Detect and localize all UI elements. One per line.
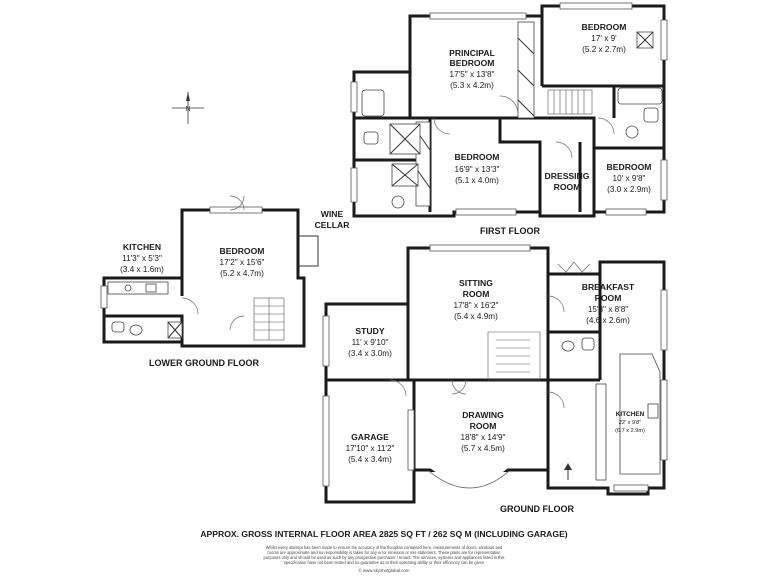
room-name: GARAGE xyxy=(351,432,389,442)
room-name: KITCHEN xyxy=(616,411,645,418)
floor-label: FIRST FLOOR xyxy=(480,226,540,236)
basin-icon xyxy=(363,131,379,145)
ground-floor-plan: SITTING ROOM 17'8" x 16'2" (5.4 x 4.9m) … xyxy=(322,244,668,514)
wardrobe-icon xyxy=(517,21,535,119)
toilet-icon xyxy=(391,195,405,209)
kitchen-island-icon xyxy=(619,353,661,475)
basin-icon xyxy=(111,321,125,333)
disclaimer-line: Whilst every attempt has been made to en… xyxy=(266,545,503,550)
room-dimension: (5.2 x 2.7m) xyxy=(582,45,626,54)
room-dimension: (4.6 x 2.6m) xyxy=(586,316,630,325)
room-dimension: (5.2 x 4.7m) xyxy=(220,269,264,278)
room-dimension: 15'3" x 8'8" xyxy=(588,305,628,314)
room-name: PRINCIPAL xyxy=(449,48,495,58)
north-compass-icon: N xyxy=(172,92,204,124)
room-name: BEDROOM xyxy=(582,22,627,32)
room-dimension: (6.7 x 2.9m) xyxy=(615,428,645,434)
room-name: WINE xyxy=(321,209,344,219)
room-dimension: 11'3" x 5'3" xyxy=(122,254,162,263)
room-dimension: (3.0 x 2.9m) xyxy=(607,185,651,194)
room-name: ROOM xyxy=(463,289,490,299)
room-name: CELLAR xyxy=(315,220,351,230)
room-name: BEDROOM xyxy=(455,152,500,162)
room-dimension: (3.4 x 1.6m) xyxy=(120,265,164,274)
floor-label: LOWER GROUND FLOOR xyxy=(149,358,259,368)
room-dimension: (5.1 x 4.0m) xyxy=(455,176,499,185)
kitchen-worktop-icon xyxy=(595,383,607,481)
room-dimension: 17'10" x 11'2" xyxy=(346,444,395,453)
bath-icon xyxy=(617,87,663,105)
room-name: BEDROOM xyxy=(450,58,495,68)
toilet-icon xyxy=(129,324,143,336)
room-name: STUDY xyxy=(355,326,384,336)
staircase-icon xyxy=(547,89,593,115)
room-name: DRESSING xyxy=(545,171,590,181)
kitchen-worktop-icon xyxy=(107,281,169,295)
room-name: BREAKFAST xyxy=(582,282,635,292)
room-dimension: 17'8" x 16'2" xyxy=(454,301,499,310)
room-dimension: 17'5" x 13'8" xyxy=(450,70,495,79)
footer: APPROX. GROSS INTERNAL FLOOR AREA 2825 S… xyxy=(200,529,567,573)
first-floor-plan: PRINCIPAL BEDROOM 17'5" x 13'8" (5.3 x 4… xyxy=(350,2,668,236)
floor-area-summary: APPROX. GROSS INTERNAL FLOOR AREA 2825 S… xyxy=(200,529,567,539)
disclaimer-line: rooms are approximate and no responsibil… xyxy=(268,550,502,555)
room-dimension: (5.7 x 4.5m) xyxy=(461,444,505,453)
room-name: BEDROOM xyxy=(220,246,265,256)
room-dimension: 22' x 9'8" xyxy=(619,420,641,426)
room-dimension: 16'9" x 13'3" xyxy=(455,165,500,174)
room-name: ROOM xyxy=(554,182,581,192)
room-dimension: 17' x 9' xyxy=(591,34,617,43)
room-name: SITTING xyxy=(459,278,493,288)
staircase-icon xyxy=(487,331,541,381)
toilet-icon xyxy=(561,340,575,352)
toilet-icon xyxy=(625,125,639,139)
room-dimension: (5.4 x 3.4m) xyxy=(348,455,392,464)
bath-icon xyxy=(361,89,385,117)
room-dimension: (5.3 x 4.2m) xyxy=(450,81,494,90)
room-name: BEDROOM xyxy=(607,162,652,172)
room-dimension: 10' x 9'8" xyxy=(613,174,646,183)
skylight-icon xyxy=(636,31,654,49)
shower-icon xyxy=(389,123,421,155)
room-dimension: (3.4 x 3.0m) xyxy=(348,349,392,358)
room-dimension: 18'8" x 14'9" xyxy=(461,433,506,442)
shower-icon xyxy=(391,163,419,187)
entrance-arrow-icon xyxy=(564,463,572,480)
room-dimension: 11' x 9'10" xyxy=(352,338,389,347)
basin-icon xyxy=(581,337,595,351)
room-name: ROOM xyxy=(595,293,622,303)
lower-ground-outer-wall xyxy=(102,208,306,348)
shower-icon xyxy=(167,321,183,339)
room-name: KITCHEN xyxy=(123,242,161,252)
room-name: DRAWING xyxy=(462,410,504,420)
copyright: © www.skyshotglobal.com xyxy=(358,568,409,573)
room-dimension: (5.4 x 4.9m) xyxy=(454,312,498,321)
floor-label: GROUND FLOOR xyxy=(500,504,574,514)
lower-ground-floor-plan: KITCHEN 11'3" x 5'3" (3.4 x 1.6m) BEDROO… xyxy=(100,195,351,368)
room-dimension: 17'2" x 15'6" xyxy=(220,258,265,267)
room-name: ROOM xyxy=(470,421,497,431)
staircase-icon xyxy=(253,297,285,341)
compass-letter: N xyxy=(185,106,190,113)
disclaimer-line: purposes only and should be used as such… xyxy=(264,555,505,560)
basin-icon xyxy=(643,107,659,123)
bifold-door-icon xyxy=(557,261,591,273)
disclaimer-line: specification have not been tested and n… xyxy=(284,560,485,565)
